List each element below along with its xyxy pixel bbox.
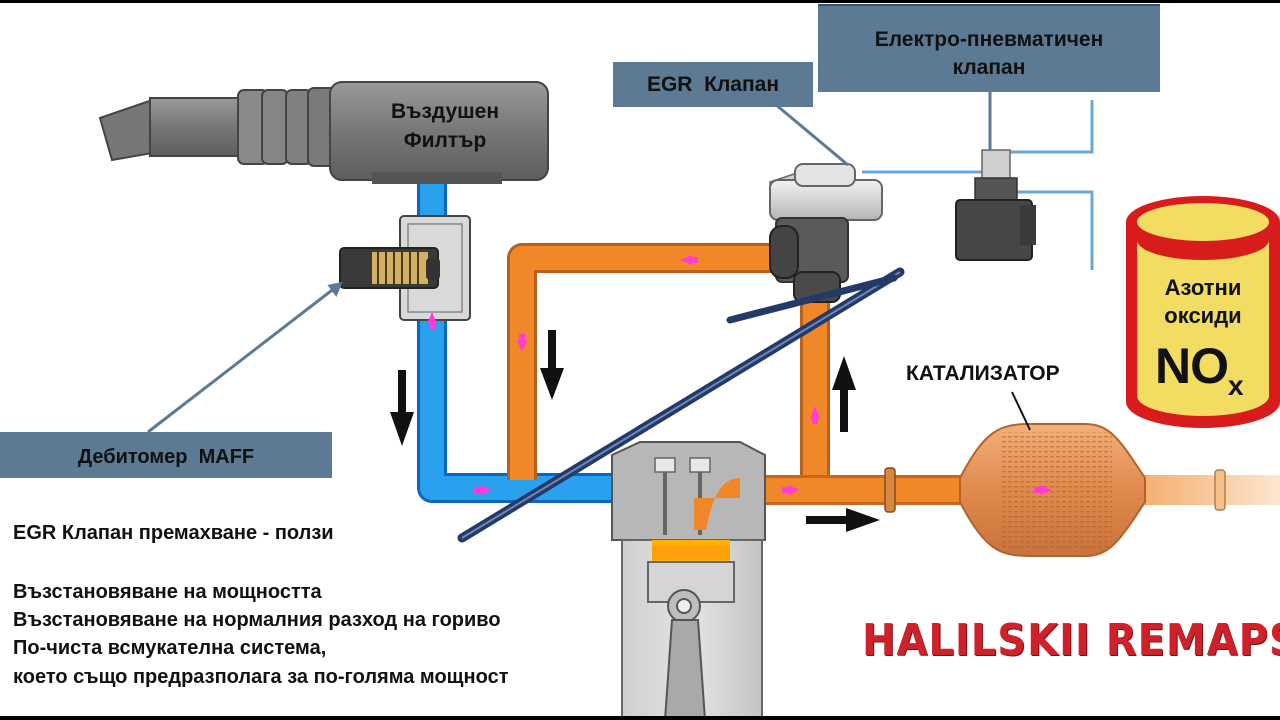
pointer-lines — [147, 90, 992, 434]
catalytic-converter — [959, 423, 1146, 557]
nox-symbol: NOx — [1155, 338, 1244, 401]
letterbox-top — [0, 0, 1280, 3]
electro-pneumatic-label: Електро-пневматичен клапан — [818, 4, 1160, 92]
flow-arrows — [390, 330, 880, 532]
brand-logo-text: HALILSKII REMAPS — [862, 616, 1280, 666]
exhaust-pipe — [740, 467, 1280, 513]
electro-pneumatic-valve — [862, 95, 1094, 270]
engine-cylinder — [611, 441, 766, 720]
arrow-up-egr — [832, 356, 856, 432]
egr-loop-pipe — [507, 243, 830, 488]
maf-sensor-label: Дебитомер MAFF — [0, 432, 332, 478]
flow-markers — [427, 255, 1052, 495]
egr-valve-label: EGR Клапан — [613, 62, 813, 107]
benefit-item: което също предразполага за по-голяма мо… — [13, 666, 509, 688]
catalyst-label: КАТАЛИЗАТОР — [906, 362, 1060, 385]
arrow-right-exhaust — [806, 508, 880, 532]
catalyst-pointer — [1011, 391, 1031, 431]
egr-valve — [769, 163, 883, 303]
letterbox-bottom — [0, 716, 1280, 720]
arrow-down-intake — [390, 370, 414, 446]
egr-removal-strike — [457, 267, 905, 543]
arrow-down-egr — [540, 330, 564, 400]
nox-text: Азотни оксиди — [1164, 275, 1242, 328]
benefit-item: Възстановяване на нормалния разход на го… — [13, 609, 501, 631]
nox-cylinder — [1126, 196, 1280, 428]
benefits-title: EGR Клапан премахване - ползи — [13, 522, 334, 544]
benefit-item: Възстановяване на мощността — [13, 581, 322, 603]
air-filter-label: Въздушен Филтър — [390, 100, 500, 152]
maf-sensor — [339, 215, 471, 321]
benefit-item: По-чиста всмукателна система, — [13, 637, 327, 659]
air-filter — [98, 81, 549, 184]
